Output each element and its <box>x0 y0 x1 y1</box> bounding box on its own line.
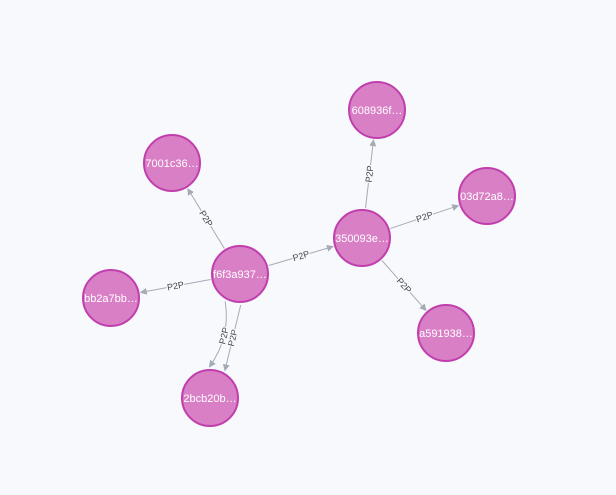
edge-label: P2P <box>364 165 376 183</box>
edge-label: P2P <box>217 326 231 345</box>
edge-e2[interactable]: P2P <box>139 278 211 295</box>
node-circle[interactable] <box>458 167 516 225</box>
edge-label-group: P2P <box>414 208 435 226</box>
node-circle[interactable] <box>417 304 475 362</box>
edge-e8[interactable]: P2P <box>381 260 427 312</box>
node-circle[interactable] <box>211 245 269 303</box>
node-circle[interactable] <box>333 209 391 267</box>
edge-label: P2P <box>166 280 185 293</box>
node-circle[interactable] <box>82 269 140 327</box>
node-circle[interactable] <box>143 134 201 192</box>
edge-e5[interactable]: P2P <box>268 244 334 266</box>
edge-label: P2P <box>291 249 310 263</box>
node-n7[interactable]: 03d72a8… <box>458 167 516 225</box>
node-circle[interactable] <box>348 81 406 139</box>
node-n2[interactable]: 350093e… <box>333 209 391 267</box>
node-circle[interactable] <box>181 369 239 427</box>
node-n3[interactable]: 7001c36… <box>143 134 201 192</box>
edge-label-group: P2P <box>362 164 377 184</box>
edge-label-group: P2P <box>165 278 186 294</box>
edge-label-background <box>393 274 415 297</box>
node-n6[interactable]: 608936f… <box>348 81 406 139</box>
node-n5[interactable]: 2bcb20b… <box>181 369 239 427</box>
edge-label-group: P2P <box>393 274 415 297</box>
node-n1[interactable]: f6f3a937… <box>211 245 269 303</box>
edge-label-group: P2P <box>290 247 312 265</box>
edge-e7[interactable]: P2P <box>390 204 460 229</box>
edge-label-group: P2P <box>196 207 216 230</box>
edge-label-background <box>196 207 216 230</box>
edge-label-background <box>165 278 186 294</box>
edge-label-group: P2P <box>216 325 232 346</box>
node-n8[interactable]: a591938… <box>417 304 475 362</box>
edge-label-background <box>362 164 377 184</box>
edge-e1[interactable]: P2P <box>187 187 225 249</box>
edge-label-background <box>290 247 312 265</box>
edge-label: P2P <box>415 210 434 225</box>
node-n4[interactable]: bb2a7bb… <box>82 269 140 327</box>
edge-e4[interactable]: P2P <box>208 301 232 368</box>
edge-label-background <box>414 208 435 226</box>
edge-label-background <box>216 325 232 346</box>
edge-e6[interactable]: P2P <box>362 139 377 209</box>
